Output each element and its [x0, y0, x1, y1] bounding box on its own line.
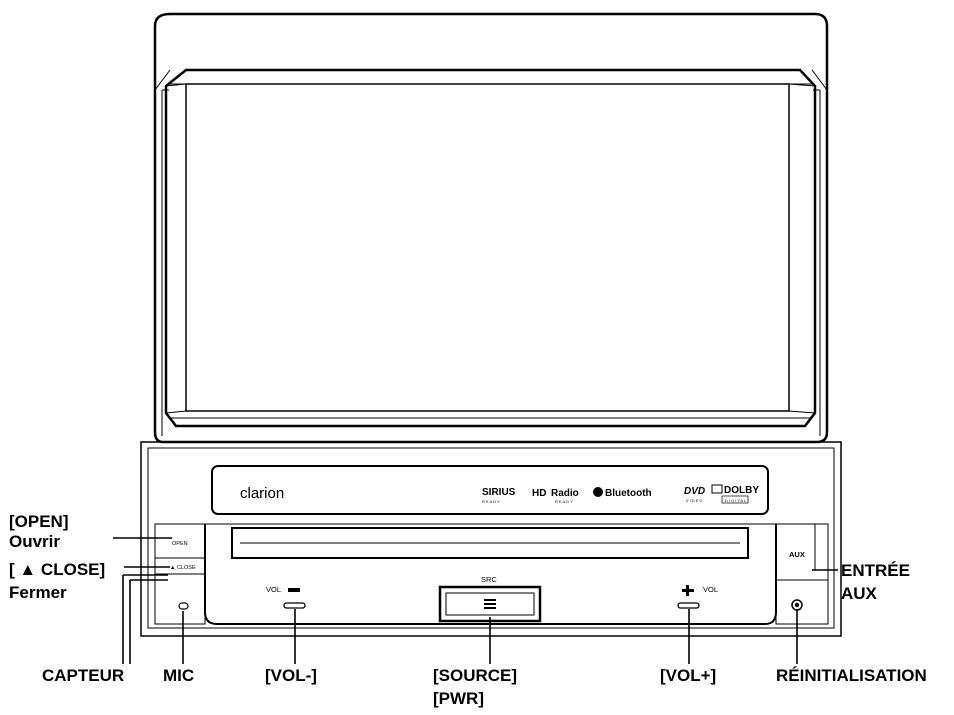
svg-text:Radio: Radio [551, 488, 579, 499]
callout-aux-in: ENTRÉE [841, 561, 910, 580]
callout-pwr: [PWR] [433, 689, 484, 708]
callout-open: [OPEN] [9, 512, 69, 531]
open-button[interactable]: OPEN [172, 541, 188, 547]
brand-logo: clarion [240, 485, 284, 502]
mic-icon [178, 602, 189, 610]
close-button[interactable]: ▲ CLOSE [170, 565, 196, 571]
svg-text:DVD: DVD [684, 486, 705, 497]
vol-minus-label: VOL [266, 585, 281, 594]
svg-text:VIDEO: VIDEO [686, 498, 703, 503]
callout-vol-minus: [VOL-] [265, 666, 317, 685]
sirius-logo: SIRIUS READY [482, 487, 516, 504]
vol-plus-button[interactable] [677, 585, 700, 609]
svg-text:DIGITAL: DIGITAL [725, 498, 747, 503]
leader-lines [113, 537, 838, 664]
svg-text:DOLBY: DOLBY [724, 485, 759, 496]
callout-close-fr: Fermer [9, 583, 67, 602]
dvd-logo: DVD VIDEO [684, 486, 705, 503]
callout-reset: RÉINITIALISATION [776, 666, 927, 685]
vol-minus-button[interactable] [283, 588, 306, 609]
callout-aux-in-2: AUX [841, 584, 878, 603]
hd-radio-logo: HD Radio READY [532, 488, 579, 504]
callout-close: [ ▲ CLOSE] [9, 560, 105, 579]
bluetooth-logo: Bluetooth [593, 487, 652, 499]
source-button[interactable] [438, 585, 542, 623]
dolby-logo: DOLBY DIGITAL [711, 484, 759, 504]
callout-capteur: CAPTEUR [42, 666, 124, 685]
svg-text:HD: HD [532, 488, 546, 499]
callout-mic: MIC [163, 666, 194, 685]
svg-text:READY: READY [555, 499, 574, 504]
display-screen [185, 83, 790, 412]
aux-label: AUX [789, 550, 805, 559]
svg-text:Bluetooth: Bluetooth [605, 488, 652, 499]
src-label: SRC [481, 575, 497, 584]
svg-text:SIRIUS: SIRIUS [482, 487, 516, 498]
reset-button[interactable] [791, 599, 803, 611]
svg-text:READY: READY [482, 499, 501, 504]
callout-source: [SOURCE] [433, 666, 517, 685]
vol-plus-label: VOL [703, 585, 718, 594]
callout-open-fr: Ouvrir [9, 532, 60, 551]
callout-vol-plus: [VOL+] [660, 666, 716, 685]
base-chassis [140, 441, 842, 637]
